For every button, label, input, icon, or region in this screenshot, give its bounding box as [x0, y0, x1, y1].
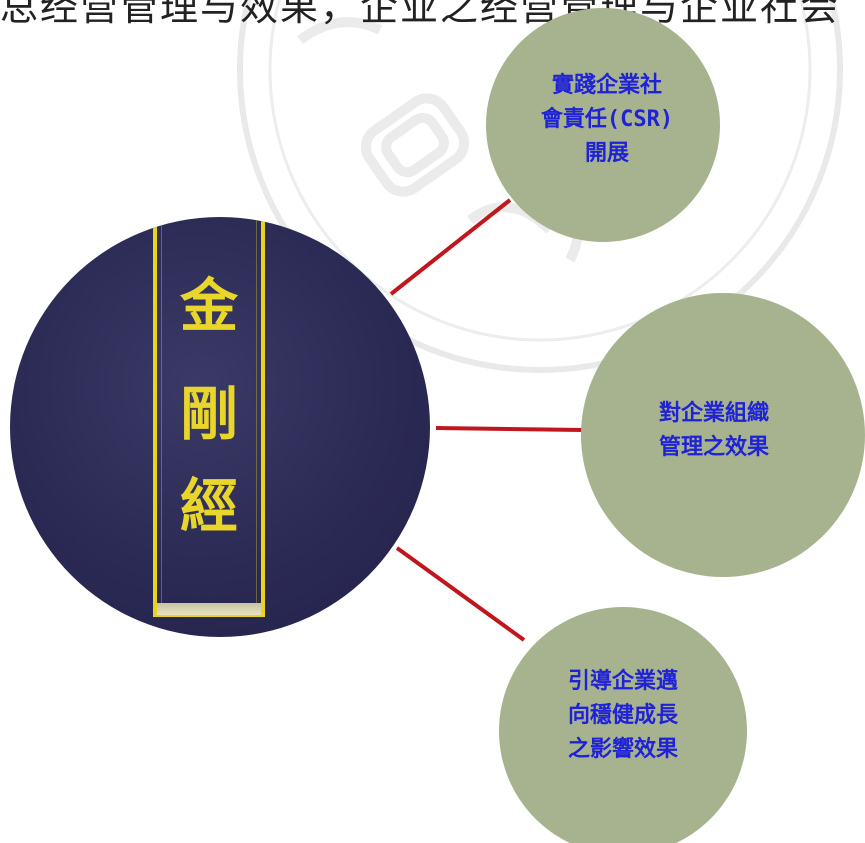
- connector-management: [435, 426, 584, 432]
- node-growth: 引導企業邁 向穩健成長 之影響效果: [499, 607, 747, 843]
- connector-csr: [389, 198, 512, 296]
- central-node-book-cover: 金 剛 經: [10, 217, 430, 637]
- node-management: 對企業組織 管理之效果: [581, 293, 865, 577]
- node-growth-label: 引導企業邁 向穩健成長 之影響效果: [567, 669, 678, 762]
- book-title-char: 金: [179, 272, 238, 340]
- node-management-label: 對企業組織 管理之效果: [658, 401, 769, 460]
- connector-growth: [395, 546, 526, 642]
- book-page-edge: [157, 603, 261, 615]
- node-csr: 實踐企業社 會責任(CSR) 開展: [486, 8, 720, 242]
- book-title-band-inner: [161, 217, 257, 609]
- node-csr-label: 實踐企業社 會責任(CSR) 開展: [540, 73, 674, 166]
- book-title-band: 金 剛 經: [153, 217, 265, 617]
- book-title-char: 剛: [179, 380, 238, 448]
- book-title-char: 經: [179, 472, 238, 540]
- top-caption-text: 总经营管理与效果，企业之经营管理与企业社会: [0, 0, 841, 29]
